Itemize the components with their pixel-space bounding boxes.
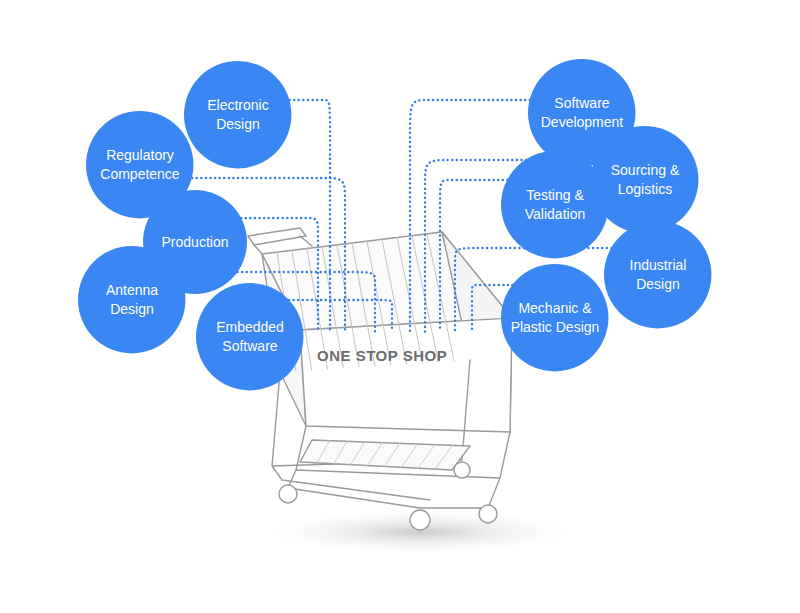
text-holder: Electronic Design: [192, 96, 284, 134]
cart-lower-tray: [300, 440, 470, 470]
tray-wire: [334, 441, 347, 463]
service-name: Industrial Design: [612, 256, 704, 294]
tray-wire: [435, 445, 452, 469]
circle-fill: [501, 264, 608, 371]
service-name: Electronic Design: [192, 96, 284, 134]
circle-fill: [501, 151, 608, 258]
tray-wire: [401, 444, 417, 467]
circle-fill: [78, 246, 185, 353]
service-circle: Industrial Design: [604, 221, 711, 328]
text-holder: Mechanic & Plastic Design: [509, 299, 601, 337]
cart-shadow: [250, 508, 590, 556]
service-name: Antenna Design: [86, 281, 178, 319]
text-holder: Software Development: [536, 94, 628, 132]
tray-wire: [368, 443, 383, 466]
service-circle: Electronic Design: [184, 61, 291, 168]
circle-shape: [78, 246, 185, 353]
circle-shape: [591, 126, 698, 233]
service-name: Testing & Validation: [509, 186, 601, 224]
cart-wire: [382, 239, 407, 364]
text-holder: Embedded Software: [204, 318, 296, 356]
service-circle: Antenna Design: [78, 246, 185, 353]
text-holder: Industrial Design: [612, 256, 704, 294]
circle-shape: [184, 61, 291, 168]
cart-frame: [272, 360, 510, 508]
dotted-connector: [289, 300, 392, 332]
cart-handle: [248, 228, 306, 245]
service-circle: Testing & Validation: [501, 151, 608, 258]
tray-wire: [317, 441, 330, 463]
circle-shape: [501, 151, 608, 258]
dotted-connector: [290, 100, 330, 332]
cart-wire: [367, 241, 391, 365]
cart-tray-wires: [317, 441, 453, 469]
cart-front-panel: [300, 318, 512, 432]
service-circle: Embedded Software: [196, 283, 303, 390]
cart-label: ONE STOP SHOP: [317, 346, 508, 366]
circle-shape: [196, 283, 303, 390]
text-holder: Antenna Design: [86, 281, 178, 319]
service-name: Software Development: [536, 94, 628, 132]
cart-wheel: [454, 462, 470, 478]
text-holder: Sourcing & Logistics: [599, 161, 691, 199]
service-name: Embedded Software: [204, 318, 296, 356]
cart-wheel: [279, 485, 297, 503]
cart-panel: ONE STOP SHOP: [303, 332, 508, 428]
service-circle: Sourcing & Logistics: [591, 126, 698, 233]
tray-wire: [418, 445, 435, 469]
cart-wheel: [410, 510, 430, 530]
dotted-connector: [440, 180, 507, 332]
text-holder: ONE STOP SHOP: [303, 332, 508, 366]
text-holder: Regulatory Competence: [94, 146, 186, 184]
service-name: Regulatory Competence: [94, 146, 186, 184]
text-holder: Production: [149, 233, 241, 252]
circle-fill: [591, 126, 698, 233]
service-name: Sourcing & Logistics: [599, 161, 691, 199]
circle-fill: [184, 61, 291, 168]
service-name: Production: [149, 233, 241, 252]
circle-fill: [196, 283, 303, 390]
tray-wire: [384, 443, 399, 466]
circle-fill: [604, 221, 711, 328]
circle-shape: [604, 221, 711, 328]
tray-wire: [351, 442, 365, 465]
text-holder: Testing & Validation: [509, 186, 601, 224]
cart-wheel: [479, 505, 497, 523]
service-name: Mechanic & Plastic Design: [509, 299, 601, 337]
circle-shape: [501, 264, 608, 371]
service-circle: Mechanic & Plastic Design: [501, 264, 608, 371]
